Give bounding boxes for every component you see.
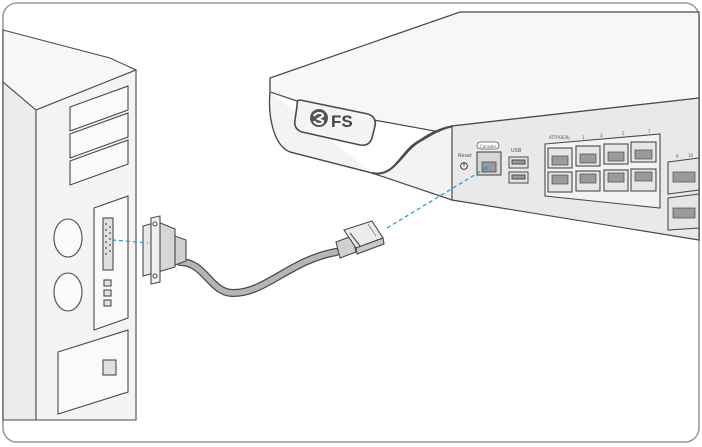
port-number-7: 7	[648, 129, 651, 134]
rj45-port-block	[544, 133, 661, 209]
console-label: Console	[480, 144, 496, 149]
connection-guide-lines	[111, 167, 487, 244]
reset-label: Reset	[458, 153, 472, 159]
console-port-target-dot	[484, 166, 488, 170]
sfp-label-9: 9	[676, 154, 679, 159]
pc-serial-port	[105, 223, 111, 255]
usb-ports	[508, 156, 529, 184]
pc-tower-icon	[2, 29, 138, 421]
sfp-ports	[667, 157, 700, 231]
brand-logo-text: FS	[331, 112, 353, 131]
port-number-3: 3	[600, 133, 603, 138]
console-label-badge	[476, 141, 500, 150]
port-number-1: 1	[582, 135, 585, 140]
reset-icon	[460, 162, 468, 170]
sfp-label-10: 10	[688, 153, 694, 158]
port-number-5: 5	[622, 131, 625, 136]
console-cable	[176, 248, 340, 298]
rj45-plug-icon	[335, 220, 385, 259]
usb-label: USB	[511, 148, 522, 154]
db9-connector-icon	[142, 215, 187, 285]
port-header-label: ATTPOE/RJ	[549, 135, 570, 140]
fs-logo-icon	[293, 99, 377, 147]
